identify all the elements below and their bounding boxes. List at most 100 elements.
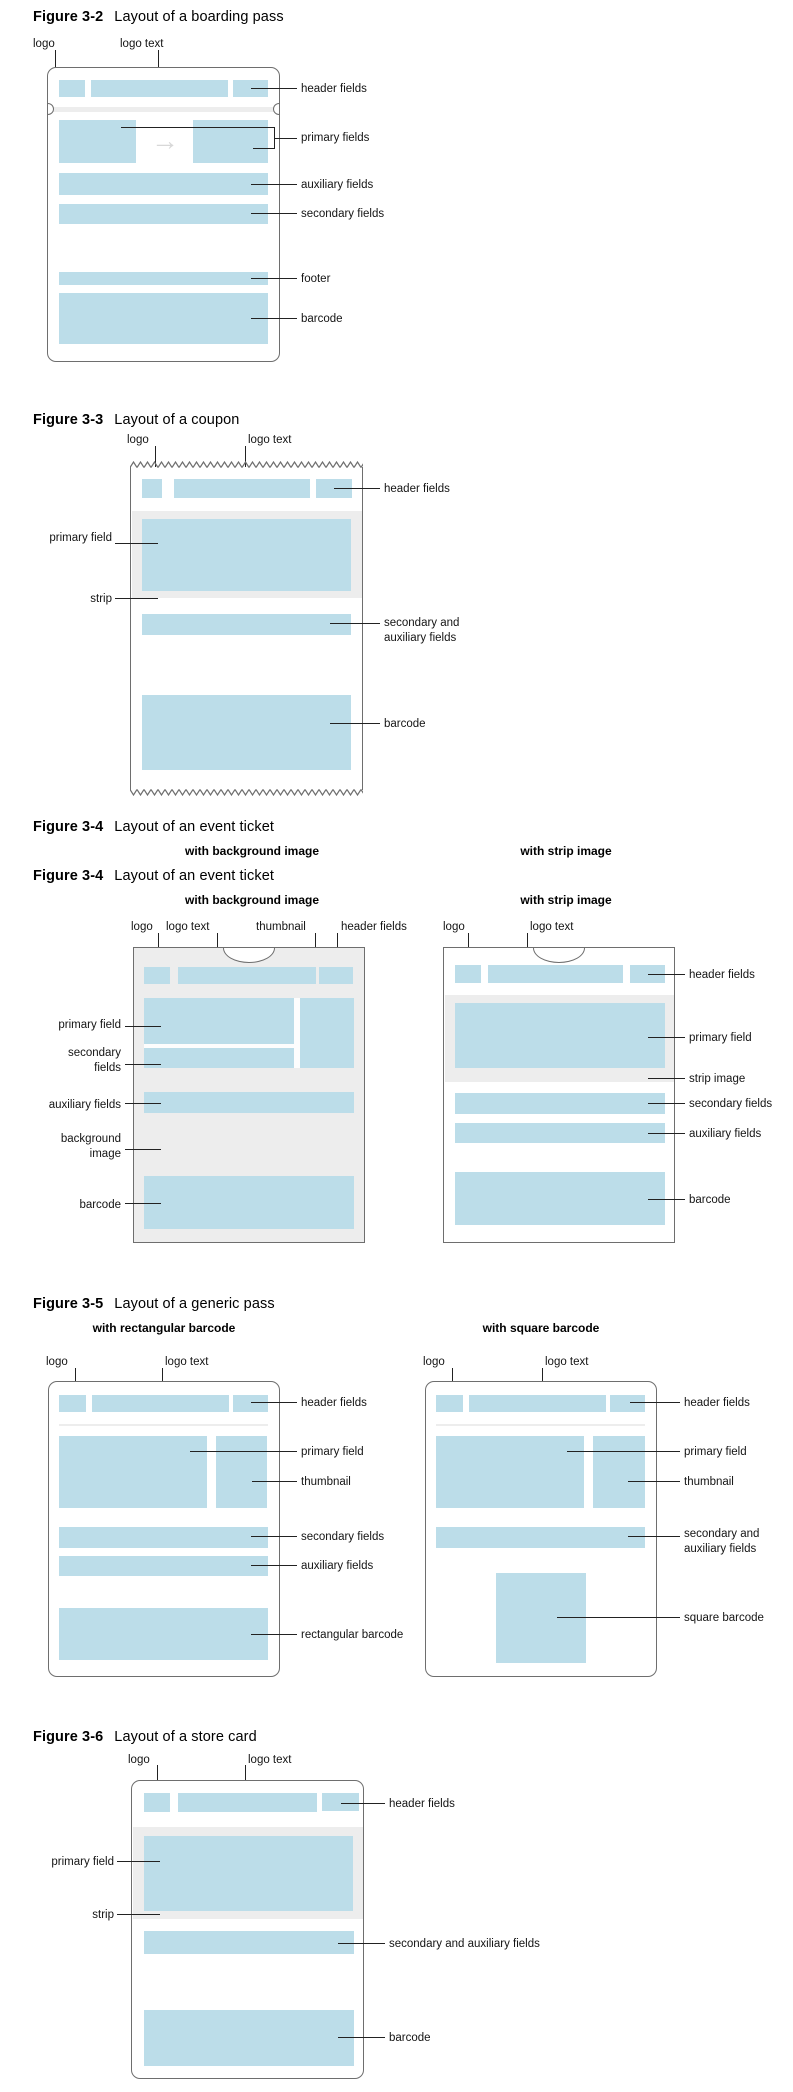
leader-line bbox=[190, 1451, 297, 1452]
subtitle-with-strip-image-duplicate: with strip image bbox=[520, 893, 612, 907]
header-divider bbox=[59, 1424, 268, 1426]
leader-line bbox=[117, 1861, 160, 1862]
leader-line bbox=[334, 488, 380, 489]
callout-barcode: barcode bbox=[389, 2032, 431, 2044]
leader-line bbox=[252, 1481, 297, 1482]
callout-header-fields: header fields bbox=[301, 1397, 367, 1409]
leader-line bbox=[251, 1565, 297, 1566]
subtitle-with-square-barcode: with square barcode bbox=[482, 1321, 600, 1335]
callout-header-fields: header fields bbox=[389, 1798, 455, 1810]
logo-text-box bbox=[469, 1395, 606, 1412]
leader-line bbox=[648, 974, 685, 975]
callout-logo-text: logo text bbox=[530, 921, 574, 933]
leader-line bbox=[125, 1149, 161, 1150]
callout-logo: logo bbox=[443, 921, 465, 933]
header-field-box bbox=[233, 1395, 268, 1412]
leader-line bbox=[567, 1451, 680, 1452]
primary-field-box bbox=[142, 519, 351, 591]
leader-line bbox=[251, 1634, 297, 1635]
figure-caption: Layout of an event ticket bbox=[114, 819, 274, 835]
leader-line bbox=[628, 1481, 680, 1482]
callout-auxiliary-fields: auxiliary fields bbox=[301, 1560, 374, 1572]
header-field-box bbox=[233, 80, 268, 97]
callout-primary-field: primary field bbox=[49, 532, 112, 544]
callout-primary-field: primary field bbox=[58, 1019, 121, 1031]
thumbnail-box bbox=[216, 1436, 267, 1508]
callout-logo: logo bbox=[128, 1754, 150, 1766]
leader-line bbox=[630, 1402, 680, 1403]
header-field-box bbox=[630, 965, 665, 983]
auxiliary-fields-bar bbox=[59, 1556, 268, 1576]
leader-line bbox=[125, 1026, 161, 1027]
callout-square-barcode: square barcode bbox=[684, 1612, 764, 1624]
header-field-box bbox=[610, 1395, 645, 1412]
barcode-box bbox=[455, 1172, 665, 1225]
callout-logo-text: logo text bbox=[545, 1356, 589, 1368]
primary-field-box bbox=[455, 1003, 665, 1068]
callout-secondary-fields: secondary fields bbox=[689, 1098, 773, 1110]
logo-box bbox=[144, 1793, 170, 1812]
callout-background-image: background image bbox=[60, 1133, 121, 1160]
logo-text-box bbox=[178, 1793, 317, 1812]
leader-line bbox=[125, 1203, 161, 1204]
rectangular-barcode-box bbox=[59, 1608, 268, 1660]
leader-line bbox=[251, 213, 297, 214]
callout-footer: footer bbox=[301, 273, 331, 285]
secondary-fields-bar bbox=[59, 204, 268, 224]
tick-line bbox=[158, 50, 159, 83]
secondary-fields-bar bbox=[59, 1527, 268, 1548]
bracket-bottom-arm bbox=[253, 148, 275, 149]
figure-number: Figure 3-2 bbox=[33, 9, 104, 25]
tick-line bbox=[55, 50, 56, 83]
leader-line bbox=[251, 1536, 297, 1537]
figure-number: Figure 3-4 bbox=[33, 819, 104, 835]
auxiliary-fields-bar bbox=[455, 1123, 665, 1143]
barcode-box bbox=[144, 1176, 354, 1229]
logo-box bbox=[144, 967, 170, 984]
leader-line bbox=[648, 1103, 685, 1104]
callout-thumbnail: thumbnail bbox=[256, 921, 306, 933]
logo-text-box bbox=[92, 1395, 229, 1412]
header-divider bbox=[48, 107, 279, 112]
callout-header-fields: header fields bbox=[301, 83, 367, 95]
logo-box bbox=[436, 1395, 463, 1412]
primary-field-box bbox=[144, 1836, 353, 1911]
callout-rectangular-barcode: rectangular barcode bbox=[301, 1629, 404, 1641]
callout-secondary-auxiliary: secondary and auxiliary fields bbox=[389, 1938, 540, 1950]
callout-logo-text: logo text bbox=[165, 1356, 209, 1368]
leader-line bbox=[117, 1914, 160, 1915]
callout-header-fields: header fields bbox=[341, 921, 407, 933]
logo-box bbox=[59, 80, 85, 97]
figure-caption: Layout of a store card bbox=[114, 1729, 257, 1745]
callout-strip-image: strip image bbox=[689, 1073, 746, 1085]
callout-secondary-fields: secondary fields bbox=[301, 1531, 385, 1543]
secondary-fields-bar bbox=[455, 1093, 665, 1114]
callout-strip: strip bbox=[92, 1909, 114, 1921]
top-notch bbox=[533, 948, 585, 963]
bracket-vertical bbox=[274, 127, 275, 149]
secondary-auxiliary-bar bbox=[436, 1527, 645, 1548]
header-field-box bbox=[322, 1793, 359, 1811]
subtitle-with-rectangular-barcode: with rectangular barcode bbox=[92, 1321, 236, 1335]
callout-logo-text: logo text bbox=[248, 1754, 292, 1766]
leader-line bbox=[648, 1037, 685, 1038]
leader-line bbox=[648, 1078, 685, 1079]
figure-caption: Layout of a generic pass bbox=[114, 1296, 275, 1312]
callout-logo-text: logo text bbox=[166, 921, 210, 933]
callout-secondary-fields: secondary fields bbox=[301, 208, 385, 220]
callout-primary-field: primary field bbox=[301, 1446, 364, 1458]
leader-line bbox=[330, 723, 380, 724]
figure-caption: Layout of an event ticket bbox=[114, 868, 274, 884]
callout-header-fields: header fields bbox=[689, 969, 755, 981]
thumbnail-box bbox=[593, 1436, 645, 1508]
callout-logo: logo bbox=[127, 434, 149, 446]
barcode-box bbox=[59, 293, 268, 344]
callout-primary-field: primary field bbox=[684, 1446, 747, 1458]
callout-barcode: barcode bbox=[384, 718, 426, 730]
callout-auxiliary-fields: auxiliary fields bbox=[48, 1099, 121, 1111]
logo-box bbox=[142, 479, 162, 498]
leader-line bbox=[557, 1617, 680, 1618]
